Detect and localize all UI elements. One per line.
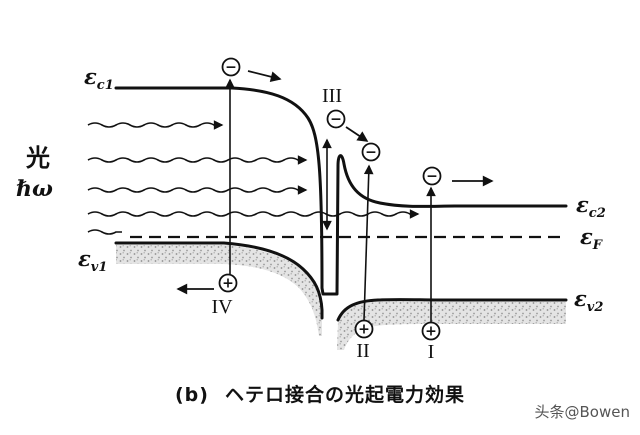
electron-sign: −	[426, 169, 438, 185]
label-ec1: εc1	[84, 64, 114, 93]
electron-icon: −	[361, 142, 381, 162]
label-light: 光	[25, 144, 50, 172]
valence-band-left-shading	[116, 245, 322, 336]
electron-icon: −	[326, 109, 346, 129]
electron-sign: −	[365, 145, 377, 161]
label-process-I: I	[428, 341, 435, 363]
photon-wave-arrow-4	[87, 209, 420, 219]
label-ec2: εc2	[576, 192, 606, 221]
hole-sign: +	[425, 324, 437, 340]
electron-sign: −	[330, 112, 342, 128]
label-photon-energy: ℏω	[16, 176, 53, 202]
label-ef: εF	[580, 224, 603, 253]
electron-drift-arrow-notch	[345, 126, 369, 142]
hole-icon: +	[354, 319, 374, 339]
hole-icon: +	[421, 321, 441, 341]
label-process-II: II	[356, 340, 369, 362]
valence-band-left-curve	[114, 241, 324, 320]
electron-drift-arrow-top	[247, 70, 282, 83]
photon-wave-arrow-1	[87, 120, 224, 130]
watermark: 头条@Bowen	[535, 403, 630, 421]
label-ev2: εv2	[574, 286, 603, 315]
valence-band-right-shading	[337, 301, 566, 350]
electron-icon: −	[422, 166, 442, 186]
label-process-IV: IV	[211, 296, 233, 318]
hole-icon: +	[218, 273, 238, 293]
figure-caption: (b)ヘテロ接合の光起電力効果	[175, 383, 465, 406]
valence-band-right-curve	[336, 298, 568, 322]
electron-sign: −	[225, 60, 237, 76]
photon-wave-arrow-3	[87, 185, 308, 195]
electron-icon: −	[221, 57, 241, 77]
photon-wave-arrow-5	[87, 229, 122, 235]
label-process-III: III	[322, 85, 342, 107]
photon-wave-arrow-2	[87, 155, 308, 165]
label-ev1: εv1	[78, 246, 107, 275]
conduction-band-curve	[114, 86, 568, 296]
transition-arrow-II	[363, 164, 374, 321]
hole-sign: +	[358, 322, 370, 338]
hole-sign: +	[222, 276, 234, 292]
